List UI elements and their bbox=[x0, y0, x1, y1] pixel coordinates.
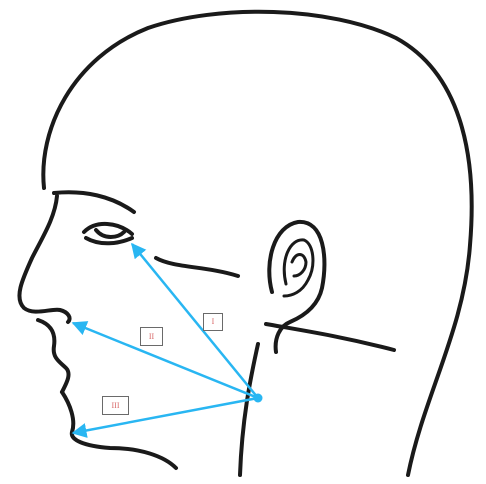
origin-point bbox=[254, 394, 263, 403]
neck-front-outline bbox=[240, 344, 258, 475]
vector-label-I: I bbox=[203, 313, 223, 331]
eye-outline bbox=[84, 224, 132, 243]
nose-outline bbox=[19, 196, 69, 322]
neck-side-line bbox=[266, 324, 394, 350]
vector-label-II: II bbox=[140, 327, 163, 346]
vector-label-II-text: II bbox=[149, 333, 154, 341]
ear-inner-fold bbox=[284, 240, 313, 296]
vector-label-I-text: I bbox=[212, 318, 215, 326]
vector-II-line bbox=[73, 323, 258, 398]
vector-III-line bbox=[73, 398, 258, 433]
cheek-line bbox=[156, 258, 238, 276]
lips-outline bbox=[38, 320, 69, 392]
brow-line bbox=[54, 192, 134, 212]
vector-label-III-text: III bbox=[112, 402, 120, 410]
vector-label-III: III bbox=[102, 396, 129, 415]
ear-inner-curl bbox=[292, 255, 306, 277]
